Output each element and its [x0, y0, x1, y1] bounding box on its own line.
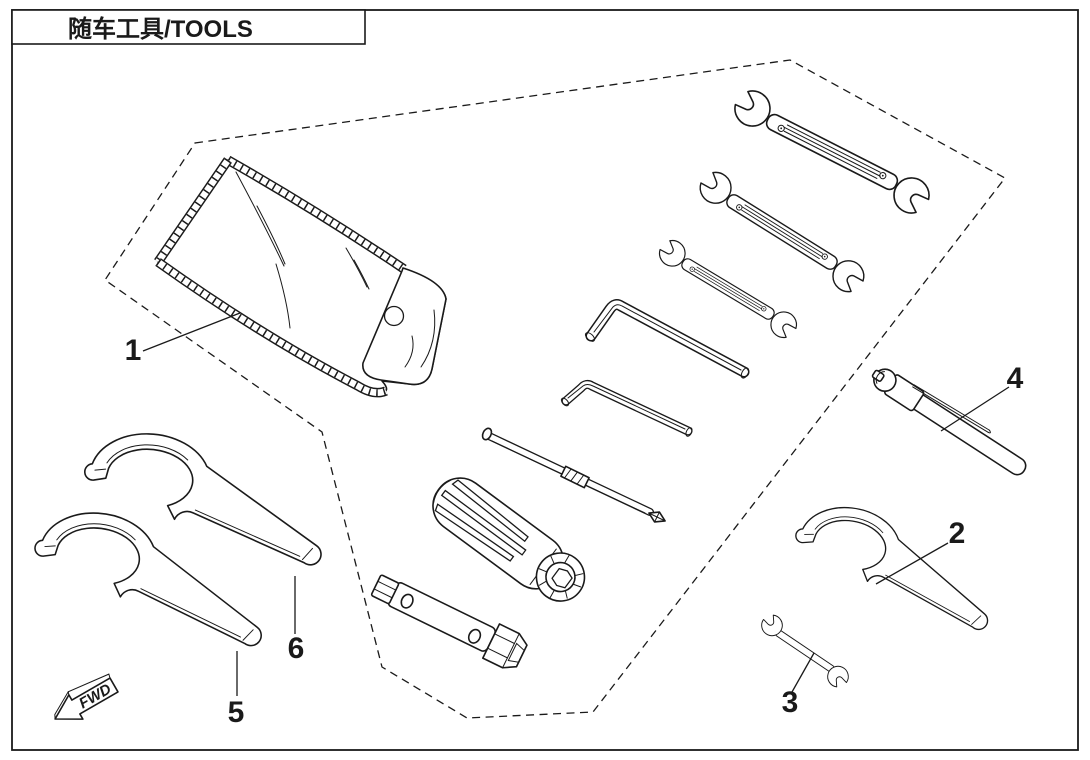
- leader-2: [875, 542, 949, 585]
- leader-1: [142, 312, 241, 352]
- hex-socket-hole: [507, 642, 525, 663]
- hex-key-small: [560, 379, 693, 437]
- tommy-bar-hole: [400, 593, 414, 609]
- tool-bag: [154, 155, 447, 398]
- screwdriver-blade: [481, 427, 666, 523]
- tommy-bar-hole: [467, 628, 482, 644]
- leader-4: [940, 386, 1010, 432]
- part-label-2: 2: [949, 517, 966, 550]
- pocket-clip: [912, 384, 991, 434]
- part-label-3: 3: [782, 686, 799, 719]
- part-label-4: 4: [1007, 362, 1024, 395]
- bag-flap: [362, 267, 447, 386]
- title-box: [11, 9, 366, 45]
- leader-lines: [142, 312, 1010, 696]
- socket-hex-head: [482, 623, 528, 669]
- hex-grip-section: [560, 465, 590, 489]
- socket-small-end: [370, 574, 400, 605]
- pen-pressure-gauge: [871, 368, 1027, 476]
- hex-key-large: [584, 299, 750, 379]
- spark-plug-socket-wrench: [370, 574, 528, 669]
- page-title: 随车工具/TOOLS: [68, 15, 253, 43]
- snap-button: [383, 305, 405, 327]
- leader-3: [791, 652, 815, 693]
- part-label-6: 6: [288, 632, 305, 665]
- screwdriver-handle: [432, 477, 586, 602]
- page-border: [11, 9, 1079, 751]
- handle-end-cap: [535, 552, 586, 602]
- part-label-5: 5: [228, 696, 245, 729]
- bag-stitched-edges: [154, 155, 407, 398]
- flat-tip: [481, 427, 493, 441]
- hex-socket-opening: [551, 567, 573, 589]
- part-label-1: 1: [125, 334, 142, 367]
- phillips-tip: [648, 511, 666, 523]
- kit-boundary-dashed-outline: [104, 59, 1006, 719]
